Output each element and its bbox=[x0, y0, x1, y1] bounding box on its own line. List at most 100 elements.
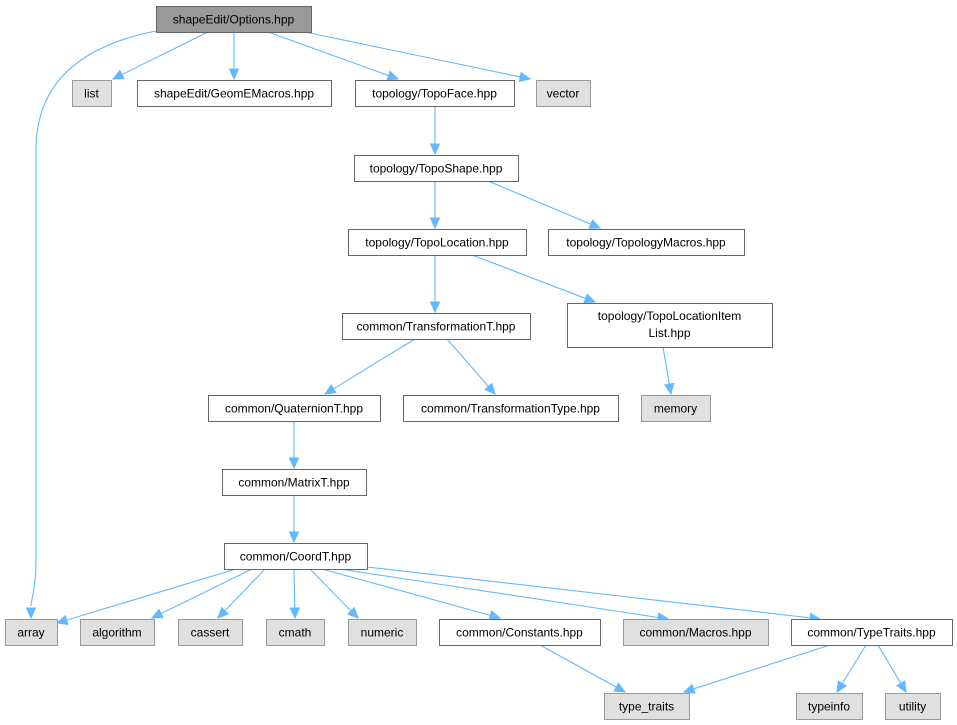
edge-transformationt-to-transformationtype bbox=[446, 338, 496, 395]
node-label: type_traits bbox=[619, 700, 674, 714]
node-constants[interactable]: common/Constants.hpp bbox=[439, 619, 601, 646]
node-list: list bbox=[72, 80, 112, 107]
node-typetraits[interactable]: common/TypeTraits.hpp bbox=[791, 619, 953, 646]
edge-line bbox=[309, 568, 352, 612]
node-typeinfo: typeinfo bbox=[796, 693, 863, 720]
node-box bbox=[796, 693, 863, 720]
node-box bbox=[355, 80, 515, 107]
node-label: common/Macros.hpp bbox=[639, 626, 751, 640]
node-box bbox=[548, 229, 745, 256]
node-box bbox=[224, 543, 368, 570]
arrowhead-icon bbox=[288, 531, 300, 544]
arrowhead-icon bbox=[288, 457, 300, 470]
arrowhead-icon bbox=[583, 293, 597, 304]
edge-line bbox=[366, 566, 811, 619]
node-label: vector bbox=[547, 87, 580, 101]
node-label: algorithm bbox=[92, 626, 141, 640]
edge-line bbox=[539, 644, 617, 688]
node-coordt[interactable]: common/CoordT.hpp bbox=[224, 543, 368, 570]
node-geomemacros[interactable]: shapeEdit/GeomEMacros.hpp bbox=[137, 80, 332, 107]
edge-line bbox=[662, 346, 670, 385]
node-label: List.hpp bbox=[648, 326, 690, 340]
arrowhead-icon bbox=[429, 143, 441, 156]
node-topolocation[interactable]: topology/TopoLocation.hpp bbox=[348, 229, 527, 256]
node-box bbox=[5, 619, 58, 646]
arrowhead-icon bbox=[289, 607, 301, 620]
node-toposhape[interactable]: topology/TopoShape.hpp bbox=[354, 155, 519, 182]
edge-options-to-vector bbox=[304, 31, 532, 83]
arrowhead-icon bbox=[896, 680, 907, 694]
edge-quaterniont-to-matrixt bbox=[288, 421, 300, 470]
node-box bbox=[791, 619, 953, 646]
node-box bbox=[403, 395, 619, 422]
node-algorithm: algorithm bbox=[80, 619, 155, 646]
node-label: common/TransformationT.hpp bbox=[357, 320, 516, 334]
edge-line bbox=[304, 31, 521, 78]
node-quaterniont[interactable]: common/QuaternionT.hpp bbox=[208, 395, 381, 422]
node-cmath: cmath bbox=[266, 619, 325, 646]
edge-topoface-to-toposhape bbox=[429, 106, 441, 156]
node-label: topology/TopoLocation.hpp bbox=[365, 236, 509, 250]
edge-options-to-geomemacros bbox=[228, 32, 240, 81]
edge-line bbox=[224, 568, 266, 612]
node-label: common/QuaternionT.hpp bbox=[225, 402, 363, 416]
edge-toposhape-to-topolocation bbox=[429, 181, 441, 230]
arrowhead-icon bbox=[111, 69, 125, 80]
edge-line bbox=[339, 568, 659, 619]
node-box bbox=[641, 395, 711, 422]
edge-line bbox=[693, 644, 831, 690]
node-box bbox=[80, 619, 155, 646]
edge-typetraits-to-typeinfo bbox=[836, 644, 867, 694]
node-label: topology/TopologyMacros.hpp bbox=[566, 236, 726, 250]
edge-typetraits-to-utility bbox=[877, 644, 907, 694]
node-cassert: cassert bbox=[178, 619, 243, 646]
node-box bbox=[72, 80, 112, 107]
edge-itemlist-to-memory bbox=[662, 346, 675, 396]
node-box bbox=[342, 313, 531, 340]
edge-matrixt-to-coordt bbox=[288, 495, 300, 544]
node-label: numeric bbox=[361, 626, 404, 640]
edge-line bbox=[841, 644, 867, 684]
node-box bbox=[137, 80, 332, 107]
arrowhead-icon bbox=[488, 610, 502, 621]
node-box bbox=[178, 619, 243, 646]
node-label: common/TransformationType.hpp bbox=[421, 402, 600, 416]
node-label: utility bbox=[899, 700, 926, 714]
node-box bbox=[208, 395, 381, 422]
node-box bbox=[536, 80, 591, 107]
node-label: common/CoordT.hpp bbox=[240, 550, 352, 564]
nodes: shapeEdit/Options.hpp list shapeEdit/GeomE… bbox=[5, 6, 953, 720]
edge-line bbox=[333, 338, 416, 390]
node-options[interactable]: shapeEdit/Options.hpp bbox=[156, 6, 312, 33]
edge-coordt-to-cmath bbox=[289, 568, 301, 620]
node-topoface[interactable]: topology/TopoFace.hpp bbox=[355, 80, 515, 107]
arrowhead-icon bbox=[836, 680, 848, 694]
edge-coordt-to-cassert bbox=[217, 568, 266, 619]
edge-coordt-to-array bbox=[55, 568, 237, 626]
node-memory: memory bbox=[641, 395, 711, 422]
edge-constants-to-type_traits bbox=[539, 644, 627, 693]
edge-transformationt-to-quaterniont bbox=[323, 338, 416, 395]
arrowhead-icon bbox=[217, 606, 230, 619]
node-transformationtype[interactable]: common/TransformationType.hpp bbox=[403, 395, 619, 422]
edge-line bbox=[446, 338, 489, 387]
node-box bbox=[348, 229, 527, 256]
node-label: list bbox=[84, 87, 99, 101]
edge-coordt-to-constants bbox=[321, 568, 502, 621]
node-label: array bbox=[17, 626, 44, 640]
node-array: array bbox=[5, 619, 58, 646]
arrowhead-icon bbox=[323, 384, 337, 395]
edge-options-to-list bbox=[111, 31, 209, 80]
edge-topolocation-to-transformationt bbox=[429, 255, 441, 314]
node-box bbox=[439, 619, 601, 646]
node-transformationt[interactable]: common/TransformationT.hpp bbox=[342, 313, 531, 340]
edge-coordt-to-algorithm bbox=[150, 568, 253, 619]
node-matrixt[interactable]: common/MatrixT.hpp bbox=[222, 469, 367, 496]
node-utility: utility bbox=[885, 693, 941, 720]
arrowhead-icon bbox=[55, 614, 69, 626]
node-topologymacros[interactable]: topology/TopologyMacros.hpp bbox=[548, 229, 745, 256]
node-label: topology/TopoFace.hpp bbox=[372, 87, 497, 101]
edge-coordt-to-typetraits bbox=[366, 566, 822, 624]
node-label: typeinfo bbox=[808, 700, 850, 714]
